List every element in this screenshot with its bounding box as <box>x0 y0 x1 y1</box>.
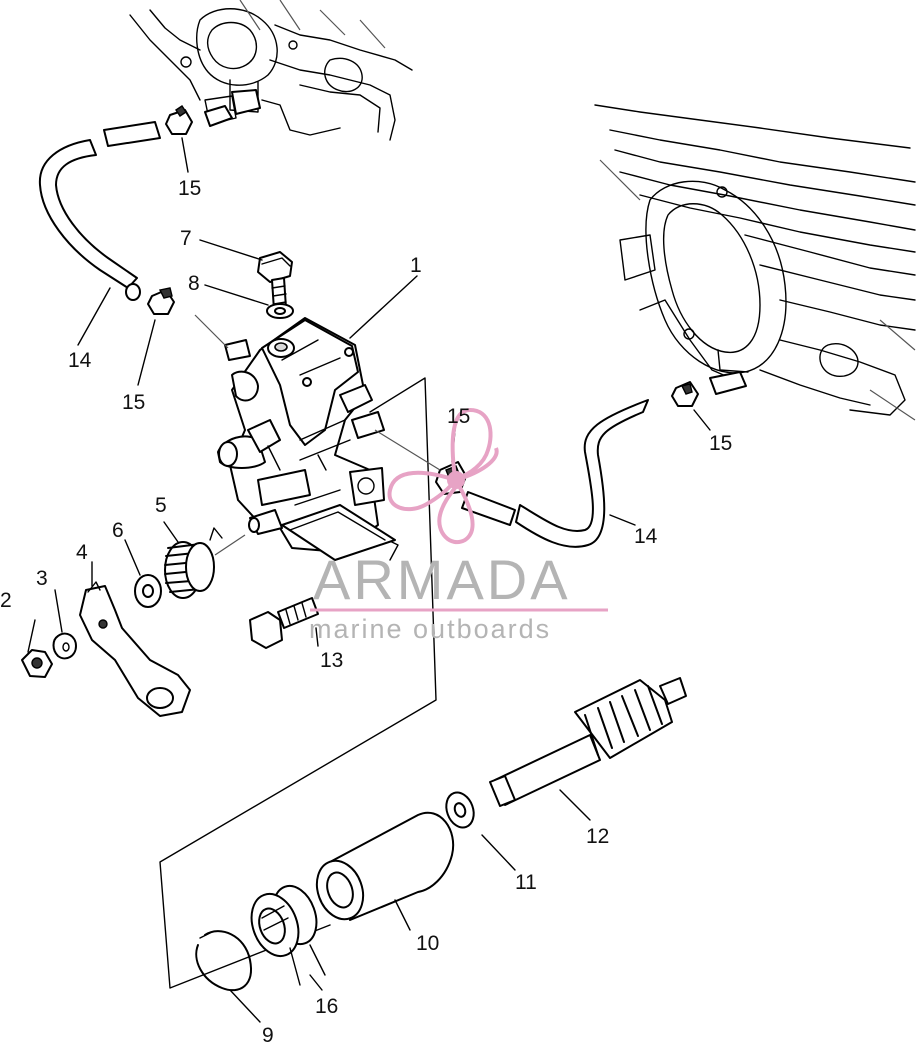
part-label-15-top: 15 <box>178 177 202 200</box>
leader-lines <box>27 137 711 1023</box>
part-label-5: 5 <box>155 494 167 517</box>
lever-arm-4 <box>79 581 191 717</box>
nut-2 <box>21 649 53 678</box>
watermark-subtitle: marine outboards <box>309 614 552 644</box>
part-label-13: 13 <box>320 649 344 672</box>
part-label-15-left: 15 <box>122 391 146 414</box>
lock-washer-3 <box>52 632 77 660</box>
part-label-9: 9 <box>262 1024 274 1047</box>
propeller-logo-icon <box>387 407 499 544</box>
part-label-14-right: 14 <box>634 525 658 548</box>
washer-8 <box>266 303 294 319</box>
part-label-3: 3 <box>36 567 48 590</box>
fuel-hose-right <box>461 399 649 548</box>
engine-block-top-left <box>129 0 413 141</box>
part-label-7: 7 <box>180 227 192 250</box>
part-label-11: 11 <box>515 871 537 894</box>
oil-seal-16 <box>250 884 326 986</box>
part-label-10: 10 <box>416 932 440 955</box>
fuel-hose-left <box>38 121 161 301</box>
part-label-2: 2 <box>0 589 12 612</box>
part-label-8: 8 <box>188 272 200 295</box>
washer-6 <box>134 574 162 608</box>
gear-shaft-12 <box>489 677 687 807</box>
hose-clamp-top <box>165 89 261 135</box>
snap-ring-9 <box>195 930 252 992</box>
hose-clamp-right <box>671 381 699 407</box>
bolt-13 <box>249 597 319 649</box>
part-label-1: 1 <box>410 254 422 277</box>
bushing-sleeve-10 <box>315 811 455 921</box>
washer-11 <box>445 791 475 829</box>
spring-5 <box>164 527 246 599</box>
part-label-15-right: 15 <box>709 432 733 455</box>
part-label-15-center: 15 <box>447 405 471 428</box>
bolt-7 <box>257 251 293 311</box>
part-label-6: 6 <box>112 519 124 542</box>
part-label-14-left: 14 <box>68 349 92 372</box>
watermark-title: ARMADA <box>313 548 571 611</box>
fuel-pump-body <box>194 314 441 561</box>
part-label-16: 16 <box>315 995 339 1018</box>
engine-block-right <box>594 104 916 421</box>
part-label-12: 12 <box>586 825 610 848</box>
part-label-4: 4 <box>76 541 88 564</box>
hose-clamp-left <box>147 287 175 315</box>
